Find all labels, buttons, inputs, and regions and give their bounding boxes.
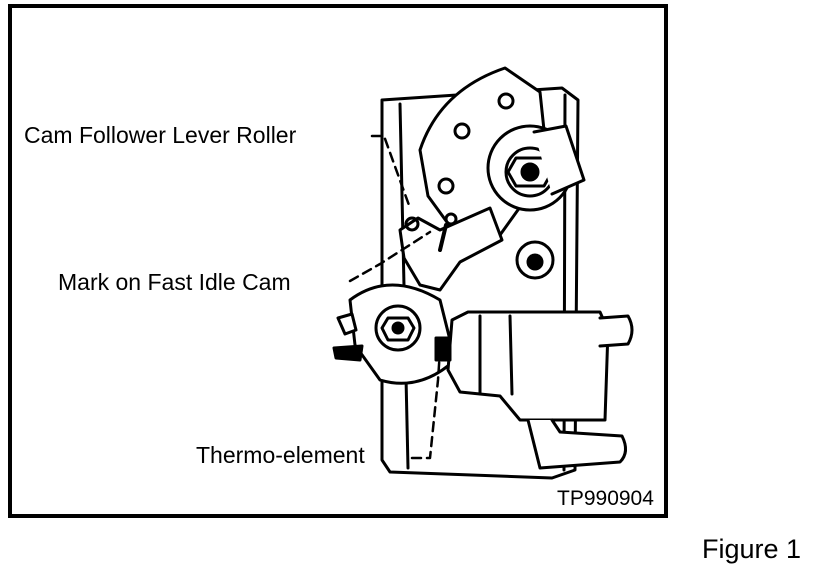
leader-thermo <box>410 348 442 460</box>
callout-cam-follower-lever-roller: Cam Follower Lever Roller <box>24 122 297 148</box>
leader-mark <box>348 230 432 283</box>
reference-code: TP990904 <box>557 487 654 510</box>
callout-thermo-element: Thermo-element <box>196 442 365 468</box>
cam-follower-lever <box>398 206 504 292</box>
callout-mark-on-fast-idle-cam: Mark on Fast Idle Cam <box>58 269 291 295</box>
figure-caption: Figure 1 <box>702 534 802 564</box>
leader-roller <box>370 134 412 210</box>
thermo-housing <box>446 310 610 422</box>
